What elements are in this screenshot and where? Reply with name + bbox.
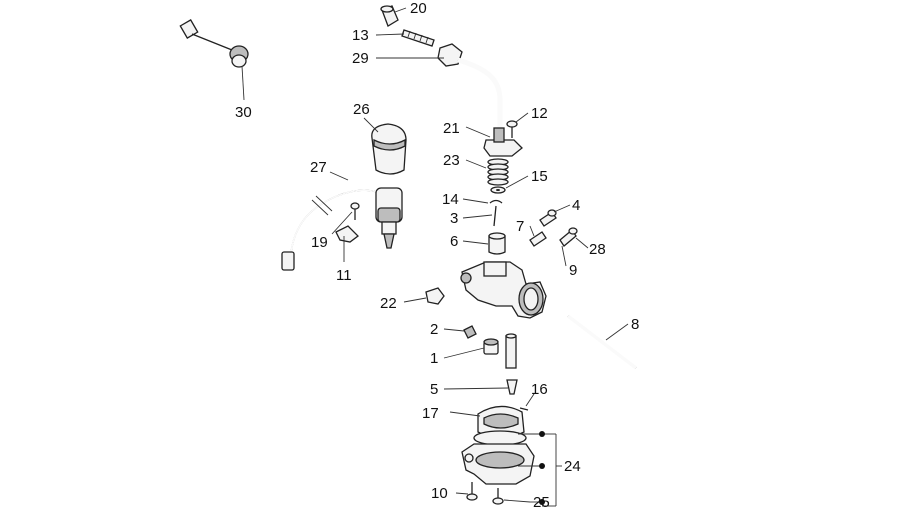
part-8-hose (566, 314, 638, 370)
part-19-screw (350, 202, 360, 220)
callout-19: 19 (311, 234, 328, 251)
part-16-pin (519, 407, 529, 411)
part-17-float (477, 405, 525, 439)
callout-27: 27 (310, 159, 327, 176)
callout-23: 23 (443, 152, 460, 169)
callout-22: 22 (380, 295, 397, 312)
callout-2: 2 (430, 321, 438, 338)
callout-17: 17 (422, 405, 439, 422)
callout-9: 9 (569, 262, 577, 279)
part-25-screw (492, 488, 504, 505)
part-10-screw (466, 482, 478, 501)
callout-30: 30 (235, 104, 252, 121)
part-23-spring (487, 158, 509, 186)
part-14-clip (489, 199, 503, 204)
callout-7: 7 (516, 218, 524, 235)
carburetor-body (460, 261, 547, 319)
part-21-cover (483, 127, 523, 157)
part-15-washer (490, 186, 506, 194)
callout-5: 5 (430, 381, 438, 398)
callout-labels: 30 20 13 29 26 27 19 11 12 21 23 15 14 3… (235, 0, 639, 511)
part-1-jet (483, 338, 499, 355)
part-22-wing-screw (425, 287, 445, 305)
part-3-needle (493, 205, 497, 227)
emulsion-tube (505, 333, 517, 369)
callout-8: 8 (631, 316, 639, 333)
callout-29: 29 (352, 50, 369, 67)
part-27-electric-choke (281, 187, 403, 271)
part-24-float-bowl (461, 430, 535, 485)
part-26-rubber-cap (371, 123, 407, 175)
callout-15: 15 (531, 168, 548, 185)
callout-1: 1 (430, 350, 438, 367)
leader-lines (241, 7, 629, 507)
part-7-screw (529, 231, 547, 247)
callout-6: 6 (450, 233, 458, 250)
callout-13: 13 (352, 27, 369, 44)
callout-12: 12 (531, 105, 548, 122)
callout-24: 24 (564, 458, 581, 475)
part-29-cable-pipe (437, 43, 503, 130)
part-13-screw (401, 29, 435, 47)
part-20-cap (380, 5, 399, 27)
part-6-throttle-valve (488, 232, 506, 255)
callout-14: 14 (442, 191, 459, 208)
part-11-bracket (335, 225, 359, 243)
callout-28: 28 (589, 241, 606, 258)
callout-11: 11 (336, 267, 352, 284)
callout-26: 26 (353, 101, 370, 118)
callout-3: 3 (450, 210, 458, 227)
callout-4: 4 (572, 197, 580, 214)
part-28-screw (559, 227, 578, 247)
callout-25: 25 (533, 494, 550, 511)
part-4-screw (539, 209, 557, 227)
callout-20: 20 (410, 0, 427, 17)
callout-10: 10 (431, 485, 448, 502)
callout-16: 16 (531, 381, 548, 398)
part-2-nozzle (463, 325, 477, 339)
part-5-float-needle (506, 379, 518, 395)
part-12-screw (506, 120, 518, 138)
part-30-bolt-grommet (179, 19, 249, 68)
callout-21: 21 (443, 120, 460, 137)
